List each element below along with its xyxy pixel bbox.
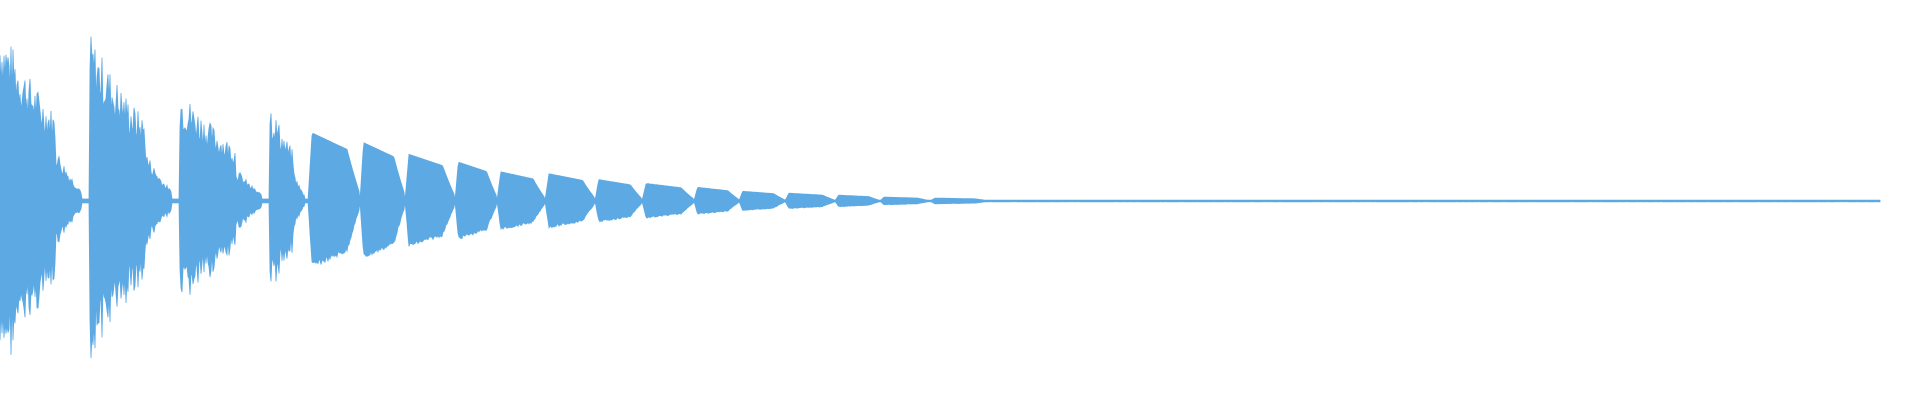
waveform-shape xyxy=(0,36,1881,359)
